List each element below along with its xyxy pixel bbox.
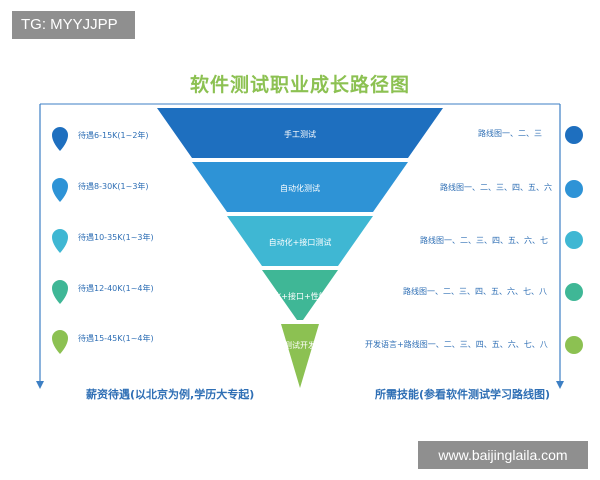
salary-label-3: 待遇10-35K(1~3年) <box>78 232 154 242</box>
source-tag: TG: MYYJJPP <box>12 11 135 39</box>
page-title: 软件测试职业成长路径图 <box>189 74 410 96</box>
route-label-3: 路线图一、二、三、四、五、六、七 <box>420 235 548 245</box>
dot-icon-3 <box>565 231 583 249</box>
funnel-tier-4 <box>262 270 338 320</box>
pin-icon-5 <box>52 330 68 354</box>
funnel-tier-2 <box>192 162 408 212</box>
route-label-1: 路线图一、二、三 <box>478 128 542 138</box>
pin-icon-4 <box>52 280 68 304</box>
stage-label-4: 自动化+接口+性能测试 <box>257 291 342 301</box>
route-label-5: 开发语言+路线图一、二、三、四、五、六、七、八 <box>365 339 548 349</box>
watermark-url: www.baijinglaila.com <box>418 441 588 469</box>
pin-icon-3 <box>52 229 68 253</box>
route-label-4: 路线图一、二、三、四、五、六、七、八 <box>403 286 547 296</box>
pin-icon-1 <box>52 127 68 151</box>
route-label-2: 路线图一、二、三、四、五、六 <box>440 182 552 192</box>
dot-icon-2 <box>565 180 583 198</box>
salary-label-5: 待遇15-45K(1~4年) <box>78 333 154 343</box>
dot-icon-1 <box>565 126 583 144</box>
dot-icon-5 <box>565 336 583 354</box>
stage-label-3: 自动化+接口测试 <box>269 237 332 247</box>
stage-label-5: 测试开发 <box>284 340 316 350</box>
footer-skills-caption: 所需技能(参看软件测试学习路线图) <box>375 388 551 401</box>
funnel-tier-1 <box>157 108 443 158</box>
left-arrow-icon <box>36 381 44 389</box>
salary-label-4: 待遇12-40K(1~4年) <box>78 283 154 293</box>
dot-icon-4 <box>565 283 583 301</box>
funnel-tier-5 <box>281 324 319 388</box>
stage-label-1: 手工测试 <box>284 129 316 139</box>
right-arrow-icon <box>556 381 564 389</box>
pin-icon-2 <box>52 178 68 202</box>
stage-label-2: 自动化测试 <box>280 183 320 193</box>
salary-label-1: 待遇6-15K(1~2年) <box>78 130 149 140</box>
salary-label-2: 待遇8-30K(1~3年) <box>78 181 149 191</box>
funnel-tier-3 <box>227 216 373 266</box>
footer-salary-caption: 薪资待遇(以北京为例,学历大专起) <box>86 388 255 401</box>
